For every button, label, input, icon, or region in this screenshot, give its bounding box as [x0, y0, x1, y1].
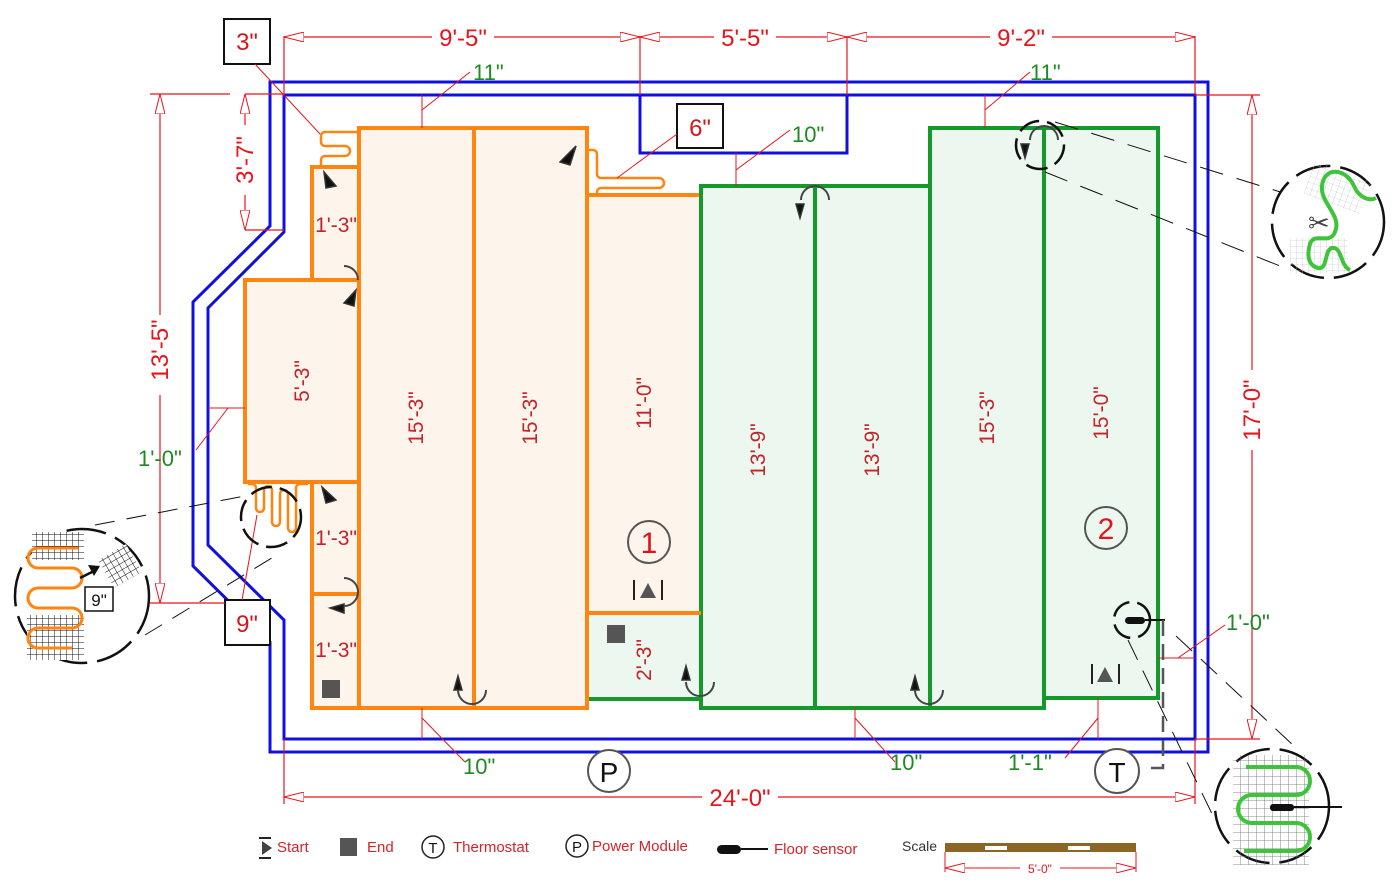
- arrow-icon: [1020, 143, 1030, 161]
- run-length-labels: 1'-3" 5'-3" 1'-3" 1'-3" 15'-3" 15'-3" 11…: [291, 214, 1113, 681]
- svg-text:T: T: [1108, 757, 1125, 788]
- svg-text:P: P: [572, 839, 582, 856]
- legend-floor-sensor: Floor sensor: [717, 841, 857, 858]
- dimension-label: 3'-7": [232, 136, 259, 184]
- detail-left: 9": [13, 485, 303, 665]
- clearance-label: 1'-1": [1008, 750, 1052, 775]
- svg-text:T: T: [428, 840, 437, 857]
- run-length: 1'-3": [315, 527, 357, 550]
- legend-start: Start: [259, 837, 310, 859]
- mat-run: [928, 126, 1046, 710]
- clearance-label: 10": [463, 754, 495, 779]
- inner-wall: [206, 93, 1197, 741]
- run-length: 13'-9": [861, 423, 884, 477]
- mat-run: [813, 184, 932, 710]
- callout-9in: 9": [160, 514, 271, 646]
- svg-text:Power Module: Power Module: [592, 838, 688, 855]
- run-length: 15'-3": [976, 391, 999, 445]
- clearance-label: 1'-0": [1226, 610, 1270, 635]
- svg-text:2: 2: [1098, 513, 1115, 546]
- clearance-label: 1'-0": [138, 446, 182, 471]
- svg-text:End: End: [367, 839, 394, 856]
- run-length: 11'-0": [633, 377, 656, 429]
- run-length: 2'-3": [633, 639, 656, 681]
- dimension-label: 13'-5": [147, 319, 174, 380]
- svg-text:3": 3": [236, 29, 258, 56]
- callout-6in: 6": [616, 103, 724, 179]
- svg-text:9": 9": [236, 611, 258, 638]
- svg-text:1: 1: [641, 527, 658, 560]
- end-icon: [607, 625, 625, 643]
- dimension-label: 9'-5": [439, 25, 487, 52]
- arrow-icon: [327, 603, 345, 615]
- dimension-label: 5'-5": [721, 25, 769, 52]
- thermostat-icon: T: [1094, 748, 1140, 794]
- arrow-icon: [558, 145, 577, 166]
- legend-end: End: [340, 838, 394, 856]
- run-length: 13'-9": [747, 423, 770, 477]
- clearance-label: 10": [792, 122, 824, 147]
- svg-text:5'-0": 5'-0": [1028, 862, 1052, 876]
- zone-1-cable-loops: [248, 130, 666, 534]
- svg-text:Floor sensor: Floor sensor: [774, 841, 857, 858]
- run-length: 1'-3": [315, 639, 357, 662]
- clearance-label: 11": [473, 60, 504, 85]
- run-length: 15'-3": [519, 391, 542, 445]
- legend-thermostat: T Thermostat: [421, 835, 530, 859]
- arrow-icon: [322, 169, 338, 189]
- mat-run: [585, 611, 703, 701]
- zone-2-marker: 2: [1084, 506, 1128, 550]
- direction-arrows: [320, 143, 1030, 691]
- arrow-icon: [320, 484, 338, 504]
- callout-3in: 3": [223, 18, 321, 135]
- mat-run: [243, 278, 361, 484]
- detail-bottom-right: [1112, 600, 1342, 865]
- zone-1-marker: 1: [627, 520, 671, 564]
- mat-run: [472, 126, 589, 710]
- turn-arcs: [343, 125, 1059, 705]
- scissors-icon: ✂: [1308, 209, 1330, 239]
- start-icon: [633, 580, 663, 600]
- start-icon: [1091, 664, 1120, 684]
- arrow-icon: [342, 287, 358, 307]
- run-length: 1'-3": [315, 214, 357, 237]
- floor-sensor-icon: [1125, 617, 1165, 770]
- legend: Start End T Thermostat P Power Module Fl…: [259, 834, 1137, 876]
- power-module-icon: P: [587, 749, 631, 793]
- run-length: 5'-3": [291, 360, 314, 402]
- run-length: 15'-3": [405, 391, 428, 445]
- dimension-label: 24'-0": [709, 785, 770, 812]
- dimension-label: 17'-0": [1239, 379, 1266, 440]
- run-length: 15'-0": [1090, 386, 1113, 440]
- mat-run: [699, 184, 817, 710]
- dimension-label: 9'-2": [997, 25, 1045, 52]
- wall-niche: [638, 95, 849, 155]
- svg-text:Scale: Scale: [902, 838, 937, 854]
- svg-text:Thermostat: Thermostat: [453, 839, 530, 856]
- zone-2-mats: [585, 126, 1160, 710]
- end-icon: [322, 680, 340, 698]
- legend-power-module: P Power Module: [565, 834, 688, 858]
- arrow-icon: [681, 663, 691, 681]
- svg-text:Start: Start: [277, 839, 310, 856]
- detail-top-right: ✂: [1014, 119, 1386, 280]
- zone-1-mats: [243, 126, 703, 710]
- clearance-label: 11": [1030, 60, 1061, 85]
- mat-run: [357, 126, 476, 710]
- arrow-icon: [795, 203, 805, 221]
- svg-text:9": 9": [91, 591, 107, 610]
- svg-text:P: P: [600, 757, 619, 788]
- svg-text:6": 6": [689, 115, 711, 142]
- clearance-label: 10": [890, 750, 922, 775]
- legend-scale: Scale 5'-0": [902, 838, 1137, 876]
